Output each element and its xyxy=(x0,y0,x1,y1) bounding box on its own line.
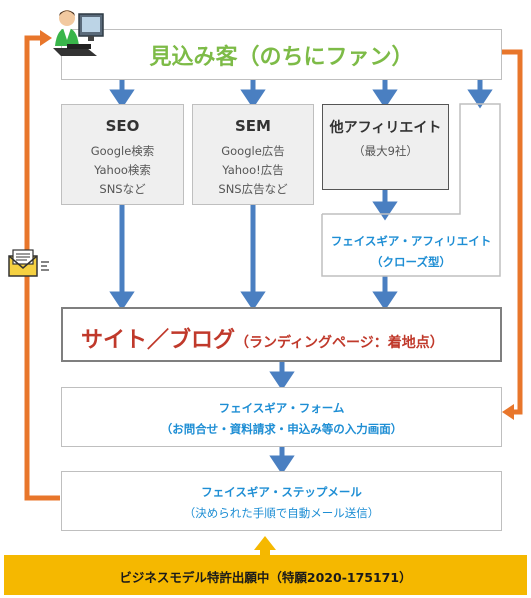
channel-title: 他アフィリエイト xyxy=(329,120,442,136)
channel-line: Yahoo!広告 xyxy=(222,163,284,177)
prospect-box: 見込み客（のちにファン） xyxy=(61,29,502,80)
affiliate-line1: フェイスギア・アフィリエイト xyxy=(330,234,492,248)
channel-title: SEO xyxy=(105,117,140,135)
banner-text: ビジネスモデル特許出願中（特願2020-175171） xyxy=(119,570,412,585)
prospect-title: 見込み客（のちにファン） xyxy=(149,45,414,70)
site-title: サイト／ブログ xyxy=(81,328,236,353)
patent-banner: ビジネスモデル特許出願中（特願2020-175171） xyxy=(4,555,527,595)
channel-box-sem: SEM Google広告 Yahoo!広告 SNS広告など xyxy=(192,104,314,205)
site-blog-box: サイト／ブログ（ランディングページ：着地点） xyxy=(61,307,502,362)
channel-line: （最大9社） xyxy=(353,144,418,158)
person-at-computer-icon xyxy=(47,4,109,64)
affiliate-line2: （クローズ型） xyxy=(371,255,451,269)
channel-line: Google検索 xyxy=(90,144,155,158)
channel-line: Google広告 xyxy=(221,144,285,158)
email-envelope-icon xyxy=(3,244,51,284)
channel-line: SNSなど xyxy=(99,182,146,196)
facegear-form-box: フェイスギア・フォーム （お問合せ・資料請求・申込み等の入力画面） xyxy=(61,387,502,447)
channel-line: SNS広告など xyxy=(218,182,288,196)
channel-title: SEM xyxy=(235,117,271,135)
facegear-affiliate-box: フェイスギア・アフィリエイト （クローズ型） xyxy=(323,215,499,275)
channel-box-seo: SEO Google検索 Yahoo検索 SNSなど xyxy=(61,104,184,205)
orange-prospect-to-form-arrow xyxy=(502,49,523,415)
facegear-stepmail-box: フェイスギア・ステップメール （決められた手順で自動メール送信） xyxy=(61,471,502,531)
form-line2: （お問合せ・資料請求・申込み等の入力画面） xyxy=(160,422,403,436)
banner-up-arrow xyxy=(254,536,276,550)
channel-box-other-affiliate: 他アフィリエイト （最大9社） xyxy=(322,104,449,190)
stepmail-line1: フェイスギア・ステップメール xyxy=(201,485,362,499)
channel-line: Yahoo検索 xyxy=(94,163,151,177)
stepmail-line2: （決められた手順で自動メール送信） xyxy=(183,506,380,520)
site-subtitle: （ランディングページ：着地点） xyxy=(235,335,444,351)
form-line1: フェイスギア・フォーム xyxy=(218,401,345,415)
